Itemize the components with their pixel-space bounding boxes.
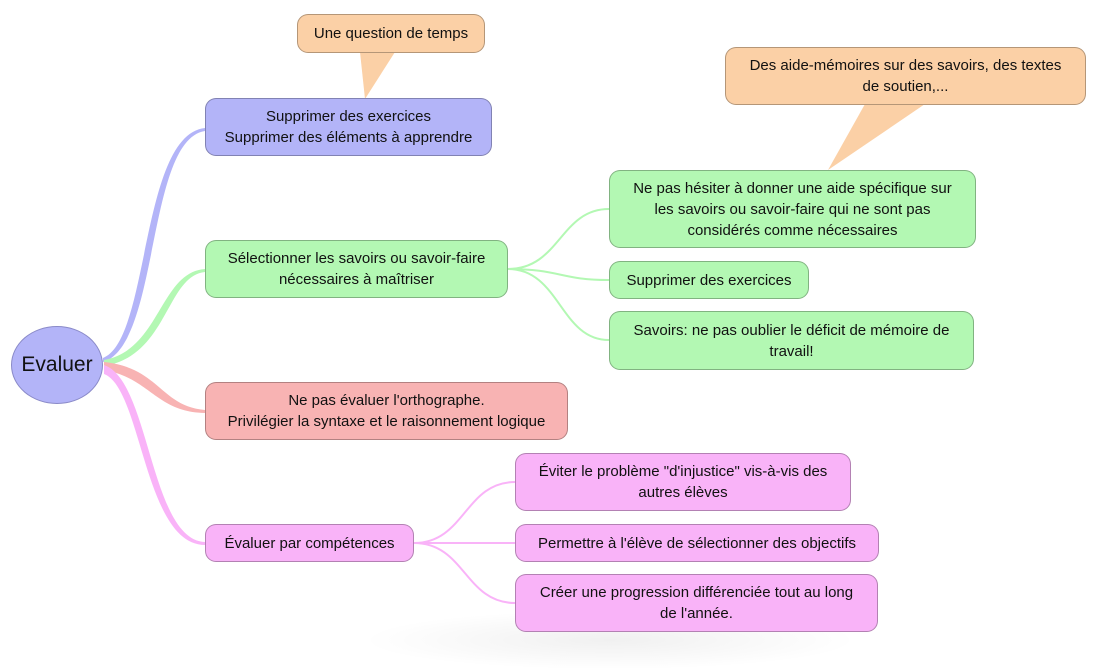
root-label: Evaluer xyxy=(21,353,93,376)
child-selectionner-objectifs[interactable]: Permettre à l'élève de sélectionner des … xyxy=(515,524,879,562)
branch-selectionner-savoirs[interactable]: Sélectionner les savoirs ou savoir-faire… xyxy=(205,240,508,298)
callout-pointer-temps xyxy=(360,52,395,99)
child-aide-specifique[interactable]: Ne pas hésiter à donner une aide spécifi… xyxy=(609,170,976,248)
child-supprimer-exercices[interactable]: Supprimer des exercices xyxy=(609,261,809,299)
callout-pointer-aide-memoires xyxy=(828,104,925,170)
child-deficit-memoire[interactable]: Savoirs: ne pas oublier le déficit de mé… xyxy=(609,311,974,370)
link-green-child-3 xyxy=(507,268,610,341)
branch-evaluer-competences[interactable]: Évaluer par compétences xyxy=(205,524,414,562)
link-root-orthographe xyxy=(104,362,205,413)
link-root-selectionner xyxy=(104,269,205,366)
link-pink-child-1 xyxy=(413,481,516,544)
callout-aide-memoires[interactable]: Des aide-mémoires sur des savoirs, des t… xyxy=(725,47,1086,105)
child-progression-differenciee[interactable]: Créer une progression différenciée tout … xyxy=(515,574,878,632)
link-root-competences xyxy=(104,365,205,545)
callout-question-de-temps[interactable]: Une question de temps xyxy=(297,14,485,53)
link-green-child-2 xyxy=(507,268,610,281)
link-pink-child-3 xyxy=(413,542,516,604)
branch-supprimer-exercices-elements[interactable]: Supprimer des exercices Supprimer des él… xyxy=(205,98,492,156)
child-injustice[interactable]: Éviter le problème "d'injustice" vis-à-v… xyxy=(515,453,851,511)
root-node-evaluer[interactable]: Evaluer xyxy=(11,326,103,404)
branch-orthographe-syntaxe[interactable]: Ne pas évaluer l'orthographe. Privilégie… xyxy=(205,382,568,440)
connector-lines xyxy=(103,52,925,604)
link-green-child-1 xyxy=(507,208,610,270)
